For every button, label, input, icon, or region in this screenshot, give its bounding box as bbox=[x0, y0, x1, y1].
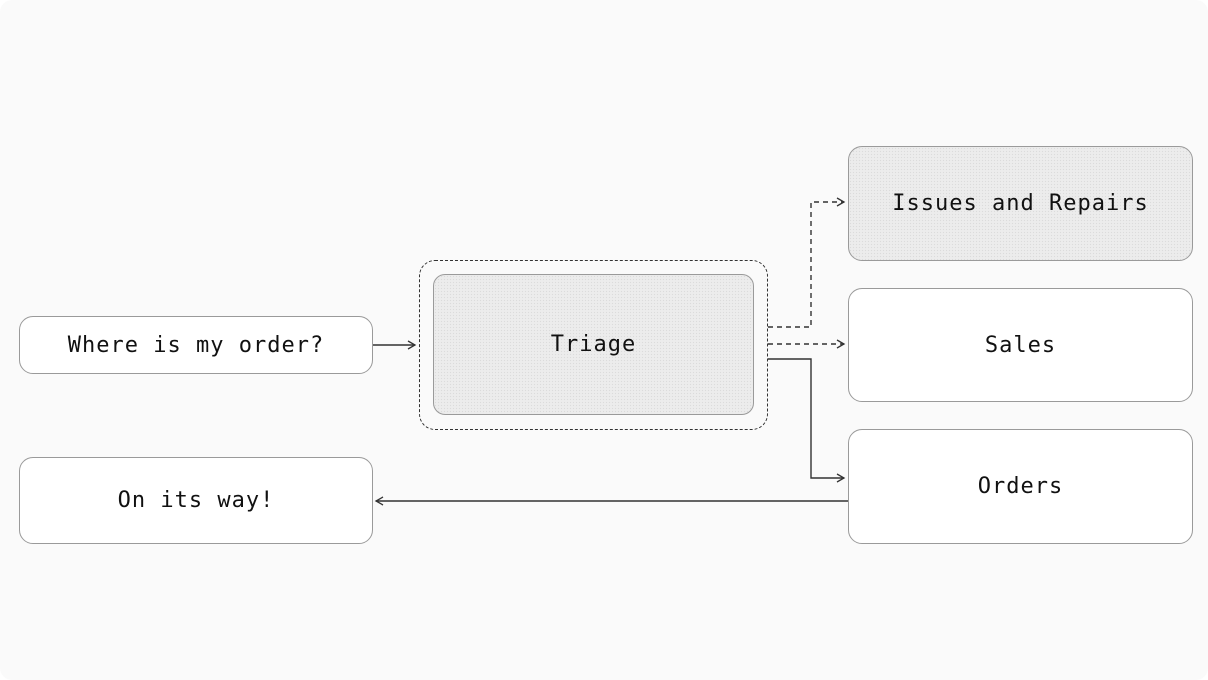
sales-label: Sales bbox=[984, 332, 1057, 358]
arrow-triage-to-issues bbox=[768, 197, 846, 328]
output-response-node: On its way! bbox=[19, 457, 373, 544]
triage-label: Triage bbox=[550, 332, 637, 357]
arrow-triage-to-orders bbox=[768, 358, 846, 483]
input-question-node: Where is my order? bbox=[19, 316, 373, 374]
orders-node: Orders bbox=[848, 429, 1193, 544]
input-question-label: Where is my order? bbox=[67, 332, 325, 358]
triage-node: Triage bbox=[433, 274, 754, 415]
orders-label: Orders bbox=[977, 474, 1064, 499]
triage-selection-frame bbox=[419, 260, 768, 430]
issues-repairs-node: Issues and Repairs bbox=[848, 146, 1193, 261]
output-response-label: On its way! bbox=[117, 488, 275, 513]
sales-node: Sales bbox=[848, 288, 1193, 402]
issues-repairs-label: Issues and Repairs bbox=[892, 191, 1149, 216]
